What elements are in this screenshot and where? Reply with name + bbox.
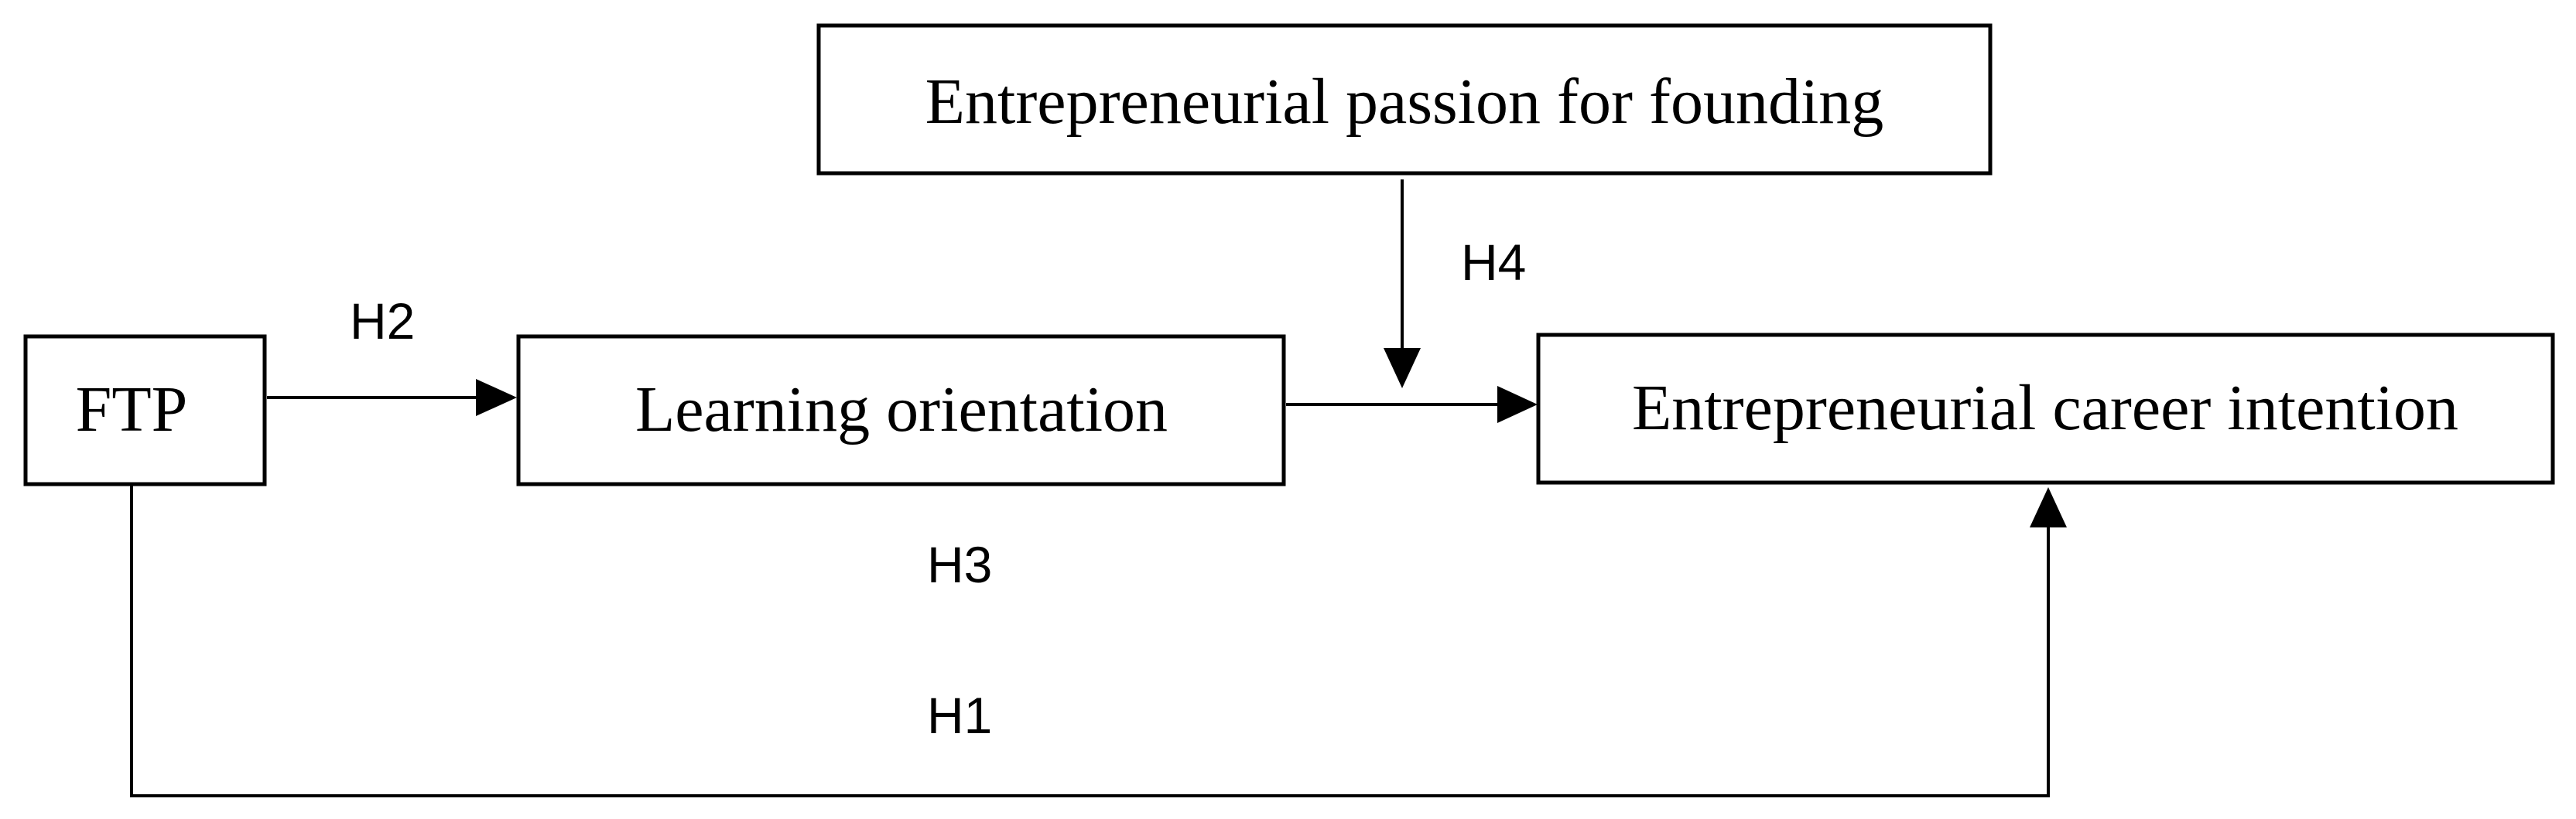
- edge-ftp-to-intention: [130, 486, 2050, 797]
- hypothesis-h3-label: H3: [927, 536, 992, 593]
- hypothesis-h1-label: H1: [927, 687, 992, 744]
- node-passion-label: Entrepreneurial passion for founding: [925, 66, 1884, 138]
- hypothesis-h2-label: H2: [350, 292, 415, 350]
- node-passion: Entrepreneurial passion for founding: [816, 23, 1993, 176]
- hypothesis-h4-label: H4: [1461, 234, 1526, 291]
- node-intention-label: Entrepreneurial career intention: [1632, 372, 2458, 444]
- arrowhead-intention-left: [1497, 386, 1538, 423]
- arrowhead-moderation: [1384, 348, 1421, 388]
- node-ftp: FTP: [23, 334, 267, 486]
- arrowhead-learning: [476, 379, 517, 416]
- node-career-intention: Entrepreneurial career intention: [1536, 333, 2555, 485]
- node-learning-label: Learning orientation: [635, 374, 1168, 445]
- arrowhead-intention-bottom: [2030, 487, 2067, 527]
- node-ftp-label: FTP: [76, 374, 188, 445]
- node-learning-orientation: Learning orientation: [516, 334, 1286, 486]
